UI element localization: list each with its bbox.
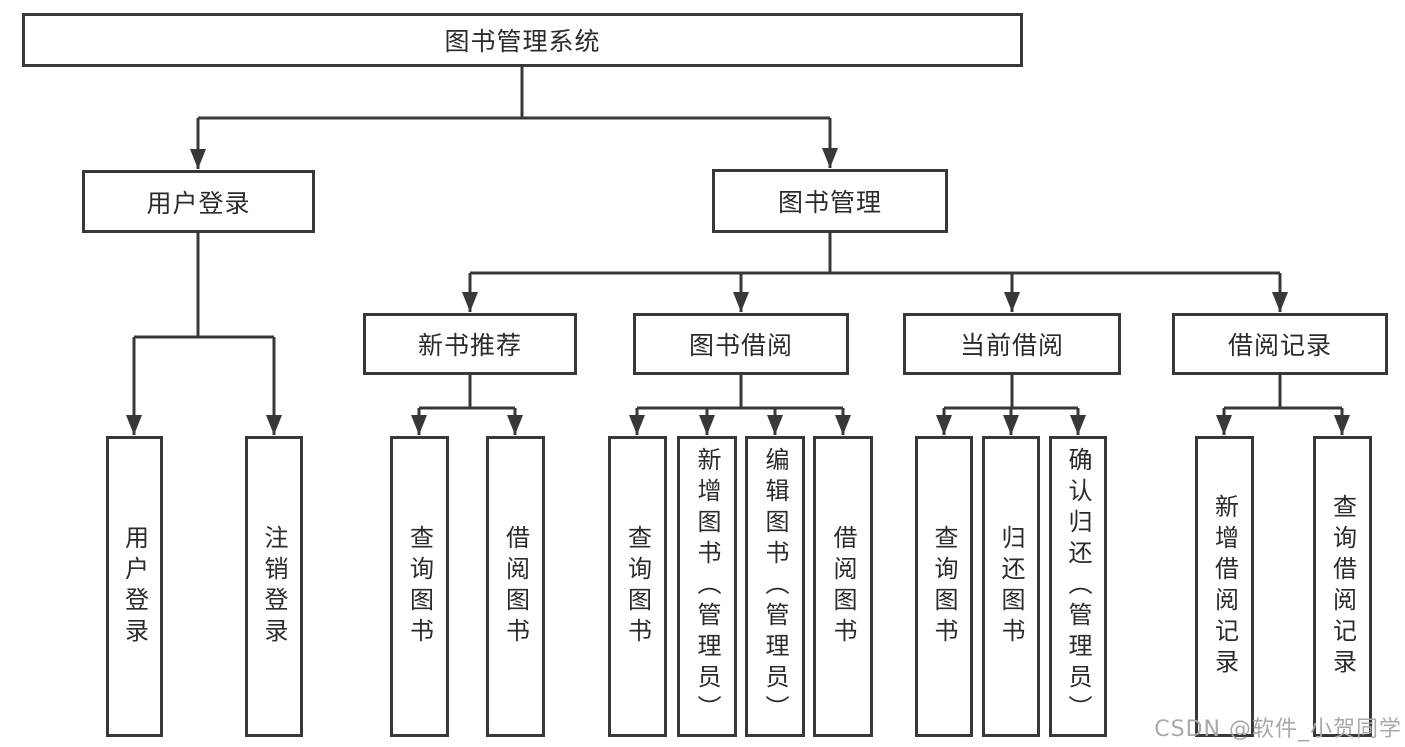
leaf-bb-query-books: 查询图书: [608, 436, 667, 737]
leaf-label: 查询图书: [930, 524, 958, 649]
leaf-nbr-query-books: 查询图书: [390, 436, 449, 737]
leaf-bb-edit-books-admin: 编辑图书（管理员）: [745, 436, 805, 737]
watermark: CSDN @软件_小贺同学: [1154, 717, 1402, 742]
leaf-user-login: 用户登录: [106, 436, 163, 737]
leaf-label: 归还图书: [997, 524, 1025, 649]
leaf-br-add-record: 新增借阅记录: [1195, 436, 1254, 737]
node-current-borrowing: 当前借阅: [903, 313, 1121, 375]
leaf-cb-query-books: 查询图书: [915, 436, 973, 737]
leaf-label: 借阅图书: [829, 524, 857, 649]
leaf-label: 注销登录: [260, 524, 288, 649]
node-book-management: 图书管理: [712, 169, 948, 233]
leaf-label: 查询图书: [623, 524, 652, 649]
leaf-bb-borrow-books: 借阅图书: [813, 436, 873, 737]
leaf-label: 查询图书: [405, 524, 434, 649]
leaf-bb-add-books-admin: 新增图书（管理员）: [677, 436, 737, 737]
node-new-book-recommend: 新书推荐: [363, 313, 577, 375]
leaf-nbr-borrow-books: 借阅图书: [486, 436, 545, 737]
leaf-label: 新增借阅记录: [1210, 493, 1239, 680]
node-root: 图书管理系统: [22, 13, 1023, 67]
leaf-label: 用户登录: [120, 524, 149, 649]
leaf-label: 确认归还（管理员）: [1064, 447, 1092, 726]
leaf-label: 新增图书（管理员）: [693, 447, 721, 726]
node-book-borrowing: 图书借阅: [633, 313, 849, 375]
node-user-login: 用户登录: [82, 170, 315, 233]
leaf-label: 借阅图书: [501, 524, 530, 649]
node-borrowing-records: 借阅记录: [1172, 313, 1388, 375]
leaf-label: 查询借阅记录: [1328, 493, 1357, 680]
leaf-br-query-record: 查询借阅记录: [1313, 436, 1372, 737]
leaf-logout: 注销登录: [245, 436, 303, 737]
leaf-cb-confirm-return-admin: 确认归还（管理员）: [1049, 436, 1107, 737]
leaf-cb-return-books: 归还图书: [982, 436, 1040, 737]
leaf-label: 编辑图书（管理员）: [761, 447, 789, 726]
